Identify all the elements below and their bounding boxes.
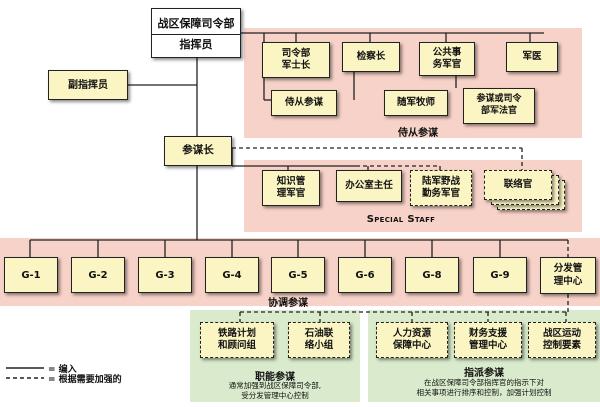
coordinating-staff-label: 协调参谋: [268, 298, 308, 309]
deputy-commander-box: 副指挥员: [48, 70, 128, 100]
assigned-staff-item: 财务支援 管理中心: [454, 322, 522, 358]
chief-of-staff-box: 参谋长: [164, 136, 232, 166]
assigned-staff-note: 在战区保障司令部指挥官的指示下对 相关事项进行排序和控制，加强计划控制: [416, 378, 552, 398]
commander-subtitle: 指挥员: [152, 34, 240, 52]
special-staff-item: 陆军野战 勤务军官: [410, 170, 472, 206]
legend-dashed-text: = 根据需要加强的: [48, 375, 122, 385]
personal-staff-item: 检察长: [342, 42, 400, 72]
commander-title: 战区保障司令部: [157, 16, 235, 30]
commander-box: 战区保障司令部 指挥员: [151, 8, 241, 58]
personal-staff-label: 侍从参谋: [398, 128, 438, 139]
special-staff-label: Special Staff: [366, 214, 436, 225]
special-staff-item: 办公室主任: [336, 170, 402, 202]
coordinating-staff-item: G-5: [271, 257, 325, 293]
coordinating-staff-item: G-3: [138, 257, 192, 293]
coordinating-staff-item: G-9: [473, 257, 527, 293]
distribution-management-center-box: 分发管 理中心: [540, 257, 596, 294]
functional-staff-note: 通常加强到战区保障司令部, 受分发管理中心控制: [228, 381, 322, 401]
assigned-staff-label: 指派参谋: [464, 368, 504, 379]
coordinating-staff-item: G-1: [4, 257, 58, 293]
coordinating-staff-item: G-6: [338, 257, 392, 293]
coordinating-staff-item: G-8: [405, 257, 459, 293]
functional-staff-label: 职能参谋: [255, 372, 295, 383]
functional-staff-item: 石油联 络小组: [288, 322, 350, 358]
personal-staff-item: 参谋或司令 部军法官: [463, 88, 535, 124]
personal-staff-item: 公共事 务军官: [419, 42, 475, 76]
assigned-staff-item: 战区运动 控制要素: [528, 322, 596, 358]
personal-staff-item: 司令部 军士长: [262, 42, 330, 78]
personal-staff-item: 军医: [506, 42, 558, 72]
personal-staff-item: 侍从参谋: [271, 90, 337, 116]
assigned-staff-item: 人力资源 保障中心: [376, 322, 448, 358]
coordinating-staff-item: G-2: [71, 257, 125, 293]
personal-staff-item: 随军牧师: [384, 90, 448, 116]
special-staff-item: 联络官: [484, 170, 552, 200]
coordinating-staff-item: G-4: [205, 257, 259, 293]
legend-solid-text: = 编入: [48, 365, 77, 375]
special-staff-item: 知识管 理军官: [262, 170, 320, 206]
functional-staff-item: 铁路计划 和顾问组: [200, 322, 274, 358]
